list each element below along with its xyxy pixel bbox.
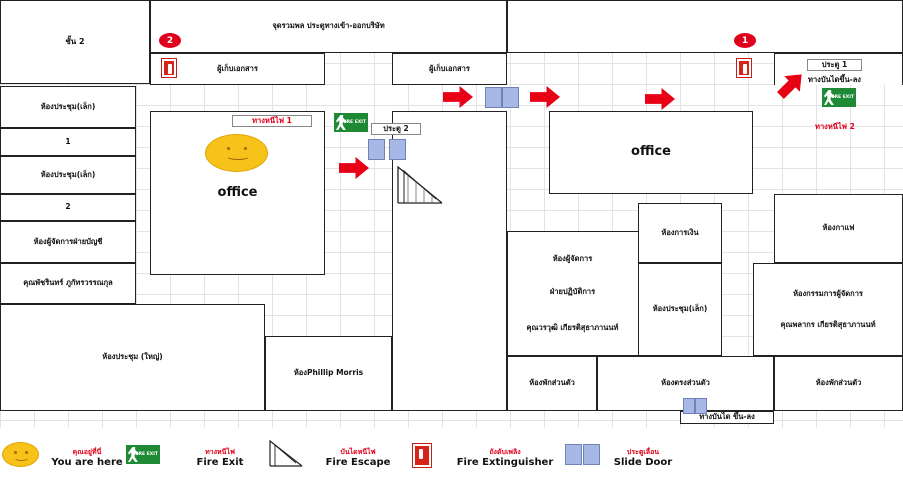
director-room-label: ห้องกรรมการผู้จัดการ [793, 288, 863, 298]
coffee-room: ห้องกาแฟ [774, 194, 903, 263]
ops-label: ฝ่ายปฏิบัติการ [549, 287, 596, 296]
legend-slide-door-en: Slide Door [613, 457, 673, 468]
coffee-room-label: ห้องกาแฟ [822, 223, 855, 233]
finance-room: ห้องการเงิน [638, 203, 722, 263]
fire-extinguisher-icon [412, 443, 432, 468]
arrow-right-icon [443, 86, 473, 108]
doc-room-left-label: ผู้เก็บเอกสาร [217, 63, 258, 73]
center-corridor-block [392, 111, 507, 411]
legend-fire-exit-th: ทางหนีไฟ [205, 448, 235, 456]
slide-door-icon [565, 444, 582, 465]
stairs-label-top: ทางบันไดขึ้น-ลง [808, 75, 861, 84]
legend-you-are-here-en: You are here [51, 457, 123, 468]
stairs-icon [269, 439, 303, 467]
pm-room-label: ห้องPhillip Morris [293, 368, 364, 378]
office-right-label: office [631, 144, 671, 160]
gate-2-label: ประตู 2 [383, 123, 409, 133]
floor-label: ชั้น 2 [0, 0, 150, 84]
small-meeting-2-number: 2 [65, 202, 71, 212]
office-right: office [549, 111, 753, 194]
slide-door-icon [583, 444, 600, 465]
fire-exit-1-label: ทางหนีไฟ 1 [252, 115, 292, 125]
accounting-manager-label: ห้องผู้จัดการฝ่ายบัญชี [33, 236, 103, 246]
fire-extinguisher-icon [161, 58, 177, 78]
stairs-icon [397, 165, 443, 204]
doc-room-left: ผู้เก็บเอกสาร [150, 53, 325, 85]
legend-you-are-here-th: คุณอยู่ที่นี่ [72, 448, 102, 456]
accounting-manager-name: คุณพัชรินทร์ ภูกัทรวรรณกุล [0, 263, 136, 304]
big-meeting-room: ห้องประชุม (ใหญ่) [0, 304, 265, 411]
small-meeting-1-number: 1 [65, 136, 71, 146]
finance-room-label: ห้องการเงิน [661, 227, 699, 237]
rest-room-right: ห้องพักส่วนตัว [774, 356, 903, 411]
director-name-label: คุณพลากร เกียรติสุธาภานนท์ [780, 319, 876, 329]
slide-door-icon [389, 139, 406, 160]
marker-1-text: 1 [741, 35, 749, 46]
gate-1-label-box: ประตู 1 [807, 59, 862, 71]
legend-extinguisher-en: Fire Extinguisher [456, 457, 554, 468]
fire-extinguisher-icon [736, 58, 752, 78]
gate-1-label: ประตู 1 [821, 59, 848, 69]
doc-room-right-label: ผู้เก็บเอกสาร [429, 63, 470, 73]
smiley-icon [205, 134, 268, 172]
gate-2-label-box: ประตู 2 [371, 123, 421, 135]
small-meeting-2: ห้องประชุม(เล็ก) [0, 156, 136, 194]
assembly-area: จุดรวมพล ประตูทางเข้า-ออกบริษัท [150, 0, 507, 53]
slide-door-icon [485, 87, 502, 108]
manager-name-label: คุณวรวุฒิ เกียรติสุธาภานนท์ [526, 323, 619, 332]
accounting-manager-name-text: คุณพัชรินทร์ ภูกัทรวรรณกุล [23, 278, 113, 288]
legend: คุณอยู่ที่นี่ You are here FIRE EXIT ทาง… [0, 428, 903, 478]
arrow-right-icon [530, 86, 560, 108]
manager-room-label: ห้องผู้จัดการ [552, 254, 593, 263]
marker-1-badge: 1 [734, 33, 756, 48]
rest-room-left: ห้องพักส่วนตัว [507, 356, 597, 411]
legend-fire-escape-th: บันไดหนีไฟ [340, 448, 376, 456]
stairs-bottom-label: ทางบันได ขึ้น-ลง [699, 412, 755, 422]
fire-exit-1-box: ทางหนีไฟ 1 [232, 115, 312, 127]
legend-extinguisher-th: ถังดับเพลิง [489, 448, 521, 456]
marker-2-text: 2 [166, 35, 174, 46]
slide-door-icon [695, 398, 707, 414]
fire-exit-sign-icon: FIRE EXIT [126, 445, 160, 464]
small-meeting-2-label: ห้องประชุม(เล็ก) [40, 169, 96, 179]
fire-exit-sign-icon: FIRE EXIT [334, 113, 368, 132]
pm-room: ห้องPhillip Morris [265, 336, 392, 411]
big-meeting-label: ห้องประชุม (ใหญ่) [102, 352, 163, 362]
rest-room-left-label: ห้องพักส่วนตัว [529, 378, 575, 388]
slide-door-icon [502, 87, 519, 108]
storage-room-label: ห้องตรงส่วนตัว [661, 378, 710, 388]
small-meeting-1-label: ห้องประชุม(เล็ก) [40, 101, 96, 111]
office-left-label: office [217, 185, 258, 200]
arrow-right-icon [339, 157, 369, 179]
director-room: ห้องกรรมการผู้จัดการ คุณพลากร เกียรติสุธ… [753, 263, 903, 356]
floor-label-text: ชั้น 2 [65, 37, 85, 47]
arrow-right-icon [645, 88, 675, 110]
small-meeting-right: ห้องประชุม(เล็ก) [638, 263, 722, 356]
small-meeting-2-num: 2 [0, 194, 136, 221]
doc-room-right: ผู้เก็บเอกสาร [392, 53, 507, 85]
top-right-area [507, 0, 903, 53]
rest-room-right-label: ห้องพักส่วนตัว [815, 378, 862, 388]
fire-exit-2-label: ทางหนีไฟ 2 [815, 122, 855, 131]
legend-fire-exit-en: Fire Exit [196, 457, 244, 468]
slide-door-icon [368, 139, 385, 160]
marker-2-badge: 2 [159, 33, 181, 48]
manager-room [507, 231, 638, 356]
slide-door-icon [683, 398, 695, 414]
accounting-manager-room: ห้องผู้จัดการฝ่ายบัญชี [0, 221, 136, 263]
legend-fire-escape-en: Fire Escape [325, 457, 391, 468]
assembly-area-text: จุดรวมพล ประตูทางเข้า-ออกบริษัท [272, 21, 385, 31]
fire-exit-sign-icon: FIRE EXIT [822, 88, 856, 107]
legend-slide-door-th: ประตูเลื่อน [626, 448, 660, 456]
stairs-bottom-box: ทางบันได ขึ้น-ลง [680, 411, 774, 424]
smiley-icon [2, 442, 39, 467]
small-meeting-right-label: ห้องประชุม(เล็ก) [652, 304, 708, 314]
small-meeting-1-num: 1 [0, 128, 136, 156]
small-meeting-1: ห้องประชุม(เล็ก) [0, 86, 136, 128]
